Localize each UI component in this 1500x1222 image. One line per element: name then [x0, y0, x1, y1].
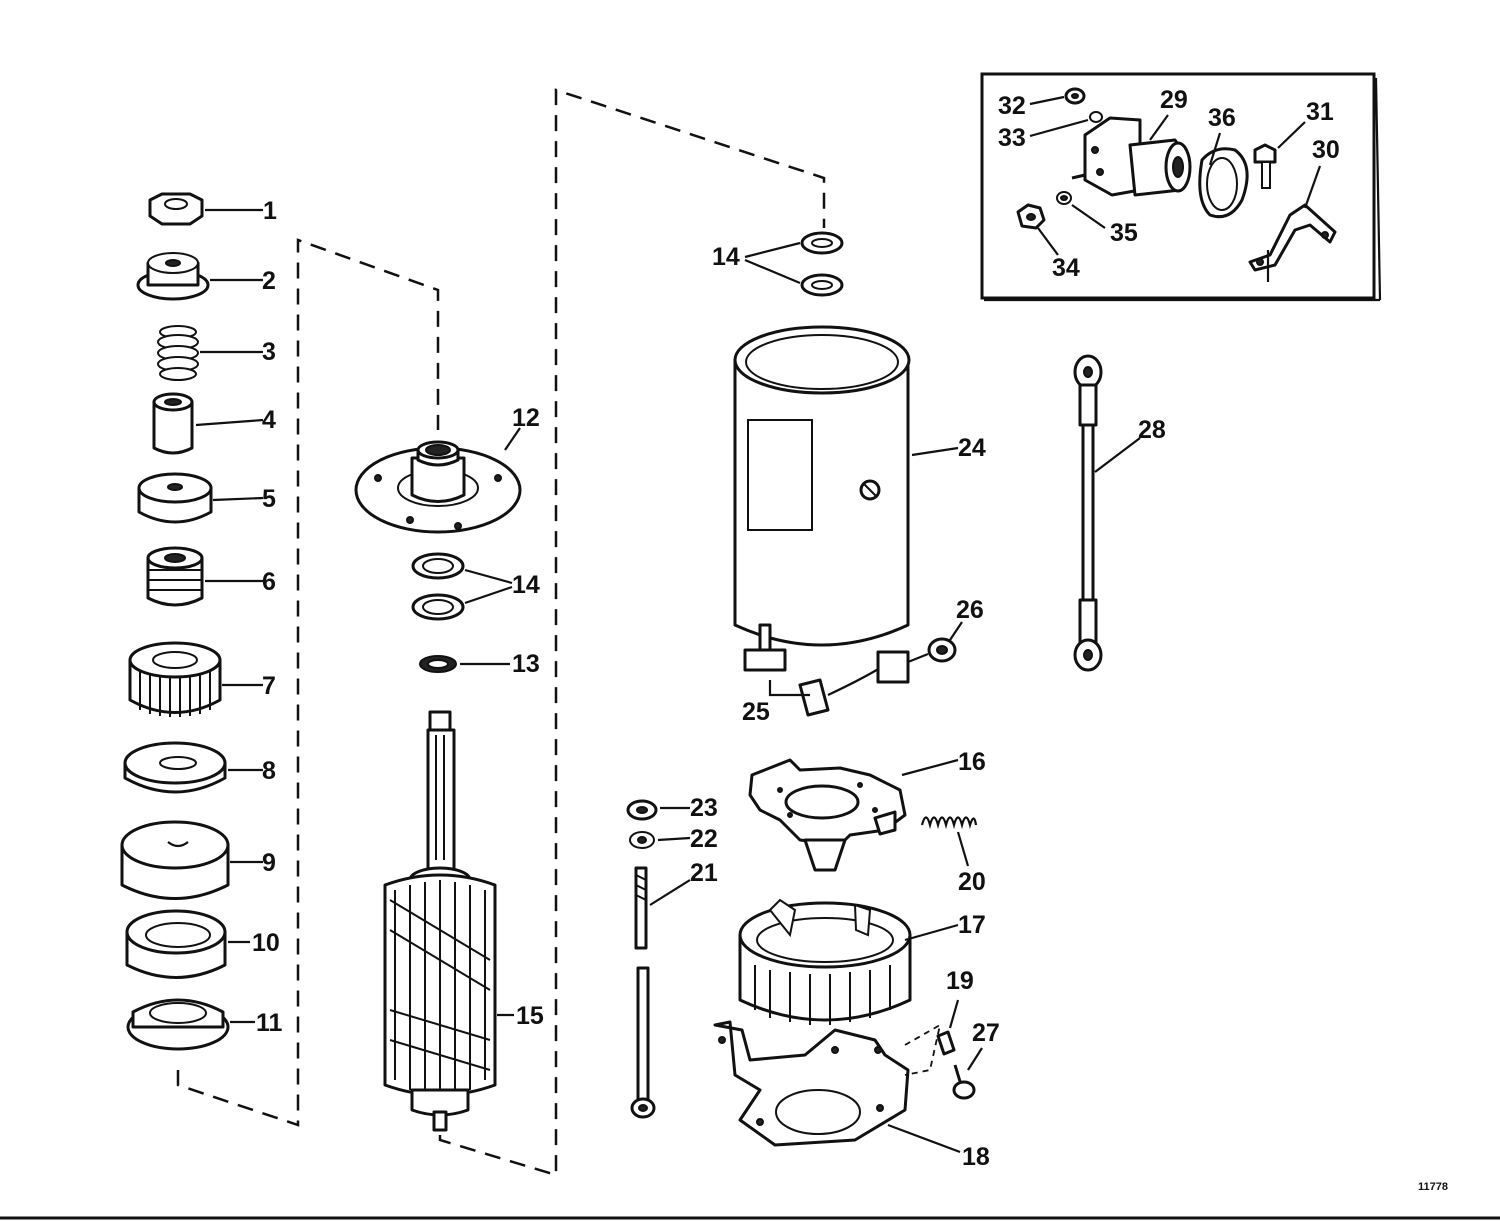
part-23-nut: [626, 799, 690, 821]
callout-14-top: 14: [712, 243, 740, 271]
part-27-screw: [952, 1047, 983, 1100]
part-2-cap: [136, 252, 263, 301]
part-4-sleeve: [152, 392, 264, 455]
part-12-end-cap: [354, 427, 522, 534]
part-3-spring: [157, 325, 263, 381]
callout-4: 4: [262, 406, 276, 434]
callout-34: 34: [1052, 254, 1080, 282]
callout-26: 26: [956, 596, 984, 624]
part-6-drive-spring: [146, 546, 263, 607]
callout-33: 33: [998, 124, 1026, 152]
part-15-armature: [383, 710, 514, 1132]
callout-20: 20: [958, 868, 986, 896]
inset-solenoid-box: [980, 72, 1382, 302]
part-14-washers-center: [411, 552, 513, 621]
part-20-brush-springs: [920, 816, 978, 867]
callout-11: 11: [256, 1009, 283, 1037]
part-7-pinion-gear: [128, 641, 263, 717]
callout-15: 15: [516, 1002, 544, 1030]
callout-31: 31: [1306, 98, 1334, 126]
part-16-brush-plate: [748, 758, 959, 872]
part-5-collar: [137, 472, 264, 524]
callout-10: 10: [252, 929, 280, 957]
part-26-terminal: [876, 621, 963, 684]
callout-9: 9: [262, 849, 276, 877]
callout-14-center: 14: [512, 571, 540, 599]
callout-24: 24: [958, 434, 986, 462]
part-14-washers-top: [744, 231, 844, 297]
callout-3: 3: [262, 338, 276, 366]
callout-18: 18: [962, 1143, 990, 1171]
callout-13: 13: [512, 650, 540, 678]
callout-8: 8: [262, 757, 276, 785]
part-18-bracket: [713, 1020, 961, 1154]
callout-6: 6: [262, 568, 276, 596]
callout-25: 25: [742, 698, 770, 726]
part-8-washer: [123, 741, 263, 794]
part-21-stud: [634, 866, 691, 950]
callout-22: 22: [690, 825, 718, 853]
part-11-end-washer: [126, 998, 255, 1051]
callout-7: 7: [262, 672, 276, 700]
callout-2: 2: [262, 267, 276, 295]
callout-16: 16: [958, 748, 986, 776]
part-28-cable: [1073, 354, 1141, 672]
callout-30: 30: [1312, 136, 1340, 164]
callout-labels: 1 2 3 4 5 6 7 8 9 10 11 12 14 13 15 14 2…: [252, 86, 1448, 1193]
callout-23: 23: [690, 794, 718, 822]
part-22-lock-washer: [629, 831, 691, 849]
callout-35: 35: [1110, 219, 1138, 247]
callout-32: 32: [998, 92, 1026, 120]
callout-21: 21: [690, 859, 718, 887]
callout-5: 5: [262, 485, 276, 513]
callout-17: 17: [958, 911, 986, 939]
part-1-nut: [148, 192, 263, 226]
callout-28: 28: [1138, 416, 1166, 444]
part-17-field-housing: [738, 898, 959, 1025]
assembly-dashed-lines: [176, 88, 826, 1177]
part-through-bolt: [630, 966, 656, 1119]
part-13-lock-washer: [419, 655, 510, 673]
callout-12: 12: [512, 404, 540, 432]
callout-29: 29: [1160, 86, 1188, 114]
callout-1: 1: [263, 197, 277, 225]
part-10-ring: [125, 909, 250, 979]
part-24-field-frame: [733, 325, 959, 647]
callout-19: 19: [946, 967, 974, 995]
part-19-brush: [936, 999, 960, 1056]
callout-36: 36: [1208, 104, 1236, 132]
callout-27: 27: [972, 1019, 1000, 1047]
part-9-cushion: [120, 820, 263, 900]
figure-number: 11778: [1418, 1181, 1448, 1193]
